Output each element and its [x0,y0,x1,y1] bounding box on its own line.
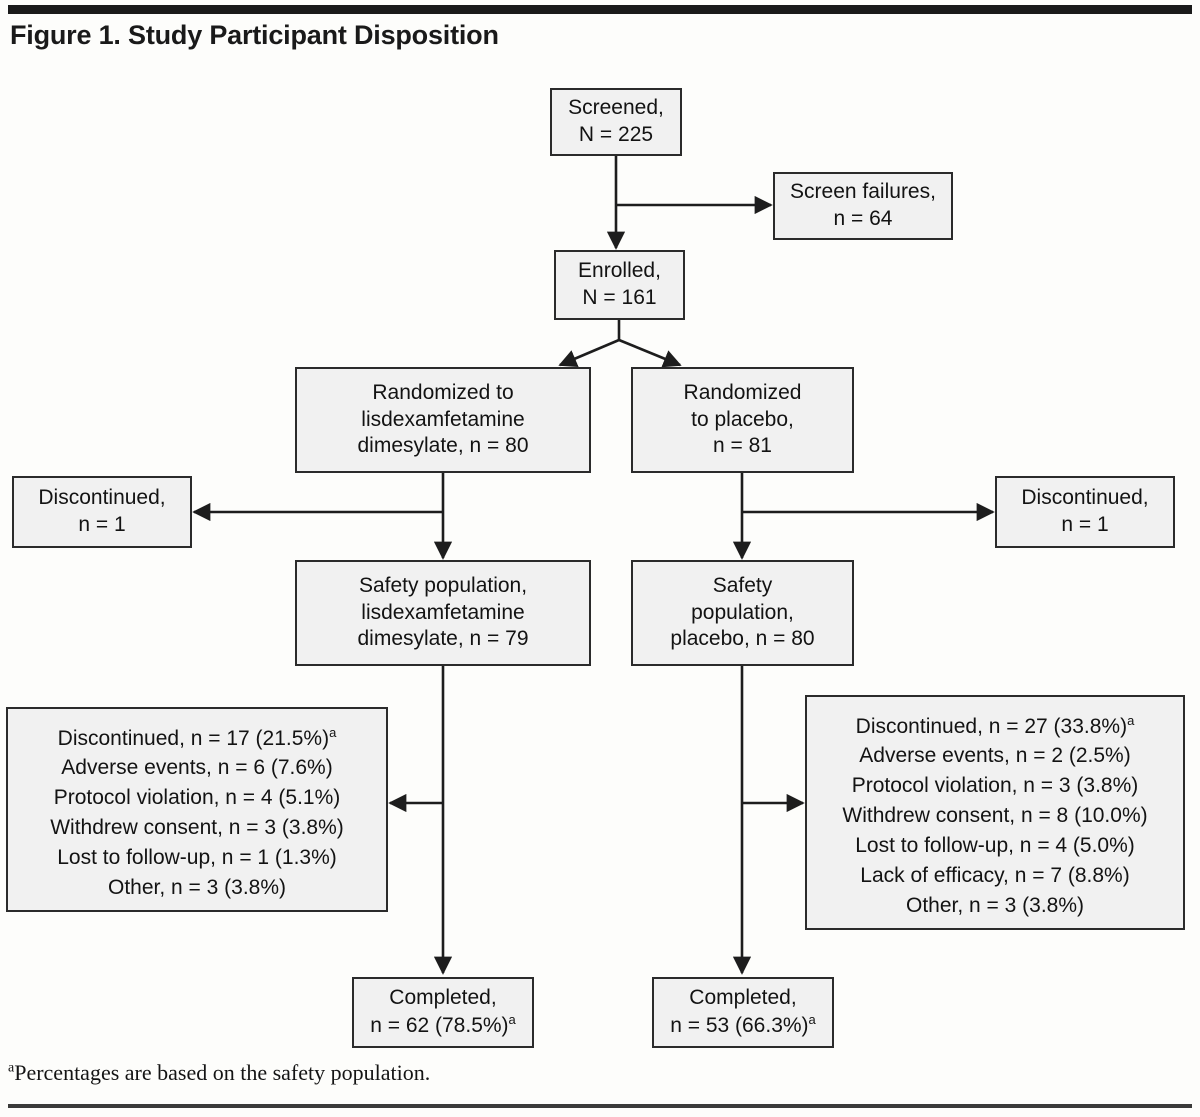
node-discontinuation-detail-placebo: Discontinued, n = 27 (33.8%)a Adverse ev… [805,695,1185,930]
node-discontinued-right: Discontinued, n = 1 [995,476,1175,548]
node-randomized-placebo-line1: Randomized [683,380,802,404]
footnote-text: Percentages are based on the safety popu… [14,1060,431,1085]
node-completed-placebo: Completed, n = 53 (66.3%)a [652,977,834,1048]
node-completed-lisdex-line2: n = 62 (78.5%)a [370,1012,516,1040]
detail-placebo-reason: Lack of efficacy, n = 7 (8.8%) [860,863,1130,887]
detail-placebo-heading-footnote-marker: a [1127,712,1135,728]
node-safety-population-lisdexamfetamine: Safety population, lisdexamfetamine dime… [295,560,591,666]
node-safety-lisdexamfetamine-line1: Safety population, [358,573,528,597]
node-randomized-lisdexamfetamine: Randomized to lisdexamfetamine dimesylat… [295,367,591,473]
bottom-rule [8,1104,1192,1108]
node-discontinued-right-line2: n = 1 [1061,513,1109,536]
node-safety-lisdexamfetamine-line2: lisdexamfetamine [361,600,525,624]
node-safety-placebo-line3: placebo, n = 80 [670,627,815,651]
node-completed-placebo-line1: Completed, [689,986,797,1010]
node-enrolled-line2: N = 161 [582,286,657,309]
detail-placebo-heading-text: Discontinued, n = 27 (33.8%) [855,714,1128,738]
node-randomized-lisdexamfetamine-line2: lisdexamfetamine [361,407,525,431]
node-discontinuation-detail-lisdexamfetamine: Discontinued, n = 17 (21.5%)a Adverse ev… [6,707,388,912]
node-randomized-placebo-line2: to placebo, [691,407,794,431]
node-screen-failures-line1: Screen failures, [790,180,936,204]
node-safety-placebo-line2: population, [691,600,794,624]
node-enrolled-line1: Enrolled, [578,259,661,283]
detail-placebo-reason: Protocol violation, n = 3 (3.8%) [851,774,1139,798]
node-randomized-placebo: Randomized to placebo, n = 81 [631,367,854,473]
detail-lisdex-reason: Lost to follow-up, n = 1 (1.3%) [57,846,337,869]
detail-placebo-reason: Withdrew consent, n = 8 (10.0%) [842,804,1148,828]
node-completed-lisdex-value: n = 62 (78.5%) [370,1014,509,1037]
node-enrolled: Enrolled, N = 161 [554,250,685,320]
detail-lisdex-reason: Other, n = 3 (3.8%) [107,875,286,899]
detail-lisdex-heading: Discontinued, n = 17 (21.5%)a [58,725,337,753]
top-rule [8,5,1192,14]
node-screened: Screened, N = 225 [550,88,682,156]
node-discontinued-left-line1: Discontinued, [38,486,166,510]
footnote-marker: a [8,1060,15,1076]
node-screened-line2: N = 225 [578,123,654,146]
page-title: Figure 1. Study Participant Disposition [10,20,499,50]
node-screen-failures-line2: n = 64 [833,207,893,230]
detail-placebo-reason: Adverse events, n = 2 (2.5%) [859,744,1131,768]
node-completed-lisdex-footnote-marker: a [508,1012,516,1027]
node-safety-lisdexamfetamine-line3: dimesylate, n = 79 [357,627,529,651]
detail-lisdex-reason: Protocol violation, n = 4 (5.1%) [53,786,341,810]
detail-lisdex-heading-text: Discontinued, n = 17 (21.5%) [57,726,330,750]
node-completed-placebo-value: n = 53 (66.3%) [670,1014,809,1037]
node-randomized-placebo-line3: n = 81 [713,434,772,458]
node-completed-lisdexamfetamine: Completed, n = 62 (78.5%)a [352,977,534,1048]
node-completed-placebo-line2: n = 53 (66.3%)a [670,1012,816,1040]
detail-lisdex-reason: Withdrew consent, n = 3 (3.8%) [50,816,344,840]
detail-placebo-reason: Other, n = 3 (3.8%) [905,893,1084,917]
node-discontinued-left: Discontinued, n = 1 [12,476,192,548]
detail-placebo-heading: Discontinued, n = 27 (33.8%)a [856,713,1135,741]
figure-footnote: aPercentages are based on the safety pop… [8,1060,430,1086]
node-screened-line1: Screened, [568,96,664,120]
node-randomized-lisdexamfetamine-line1: Randomized to [372,380,514,404]
detail-lisdex-heading-footnote-marker: a [329,724,337,740]
node-safety-population-placebo: Safety population, placebo, n = 80 [631,560,854,666]
node-screen-failures: Screen failures, n = 64 [773,172,953,240]
detail-placebo-reason: Lost to follow-up, n = 4 (5.0%) [855,834,1135,857]
detail-lisdex-reason: Adverse events, n = 6 (7.6%) [61,756,333,780]
node-safety-placebo-line1: Safety [712,573,773,597]
node-completed-placebo-footnote-marker: a [808,1012,816,1027]
node-randomized-lisdexamfetamine-line3: dimesylate, n = 80 [357,434,529,458]
node-discontinued-left-line2: n = 1 [78,513,126,536]
node-discontinued-right-line1: Discontinued, [1021,486,1149,510]
node-completed-lisdex-line1: Completed, [389,986,497,1010]
